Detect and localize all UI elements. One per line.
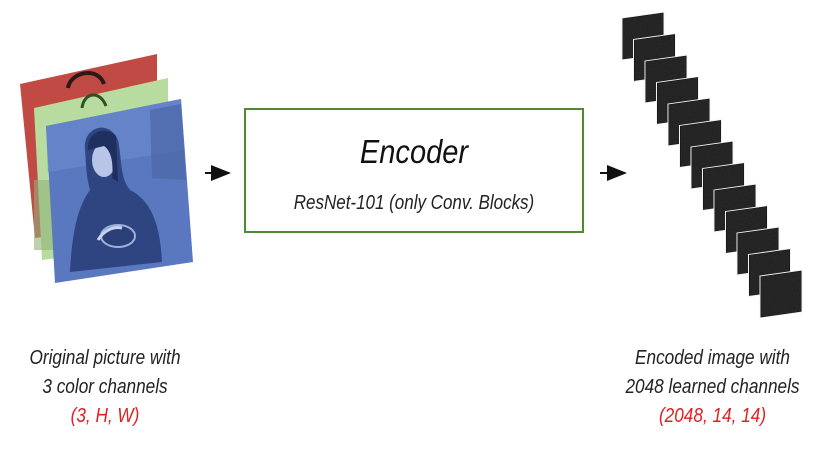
input-shape: (3, H, W) xyxy=(70,405,140,427)
output-caption: Encoded image with 2048 learned channels… xyxy=(620,344,805,431)
blue-channel-photo xyxy=(46,99,193,283)
encoded-feature-maps xyxy=(621,11,803,319)
output-shape: (2048, 14, 14) xyxy=(658,405,767,427)
input-caption-line1: Original picture with xyxy=(29,347,181,369)
input-caption: Original picture with 3 color channels (… xyxy=(15,344,196,431)
encoder-box: Encoder ResNet-101 (only Conv. Blocks) xyxy=(244,108,584,233)
encoder-title: Encoder xyxy=(360,133,470,170)
output-caption-line1: Encoded image with xyxy=(635,347,790,369)
input-image-stack xyxy=(20,54,193,283)
output-caption-line2: 2048 learned channels xyxy=(625,376,800,398)
encoder-subtitle: ResNet-101 (only Conv. Blocks) xyxy=(294,191,534,214)
input-caption-line2: 3 color channels xyxy=(42,376,168,398)
feature-map-tile xyxy=(759,269,803,319)
